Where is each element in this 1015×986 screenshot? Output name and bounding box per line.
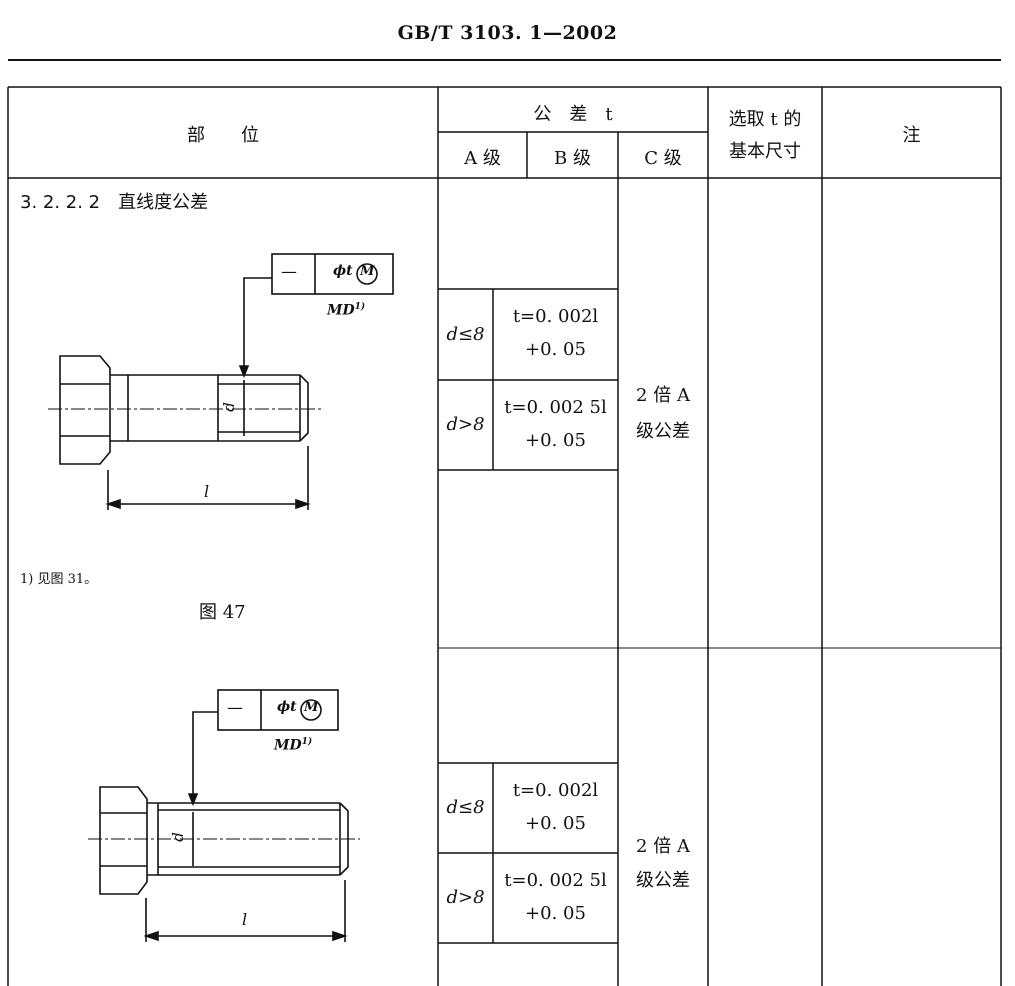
row1-formula-small-2: +0. 05 xyxy=(525,339,586,360)
row2-cond-small: d≤8 xyxy=(446,797,485,818)
frame1-modifier: M xyxy=(360,264,375,279)
header-size-line2: 基本尺寸 xyxy=(729,141,801,162)
header-note: 注 xyxy=(902,125,921,146)
frame2-symbol: — xyxy=(227,698,243,717)
row2-formula-small-1: t=0. 002l xyxy=(512,780,599,801)
figure-caption: 图 47 xyxy=(199,602,246,623)
row1-grade-c-2: 级公差 xyxy=(636,421,690,442)
md-label-2: MD1) xyxy=(274,737,313,754)
md-label-1: MD1) xyxy=(327,302,366,319)
row2-formula-large-2: +0. 05 xyxy=(525,903,586,924)
header-grade-b: B 级 xyxy=(554,148,591,169)
dim-d-2: d xyxy=(168,832,187,842)
frame2-modifier: M xyxy=(304,700,319,715)
row2-grade-c-1: 2 倍 A xyxy=(636,836,690,857)
footnote: 1) 见图 31。 xyxy=(20,572,98,587)
header-size-line1: 选取 t 的 xyxy=(728,109,802,130)
row1-formula-large-1: t=0. 002 5l xyxy=(504,397,607,418)
row1-cond-small: d≤8 xyxy=(446,324,485,345)
row1-cond-large: d>8 xyxy=(446,414,485,435)
header-rule xyxy=(8,59,1001,61)
header-part: 部 位 xyxy=(187,125,259,146)
row1-formula-small-1: t=0. 002l xyxy=(512,306,599,327)
row1-formula-large-2: +0. 05 xyxy=(525,430,586,451)
header-grade-c: C 级 xyxy=(644,148,682,169)
row2-grade-c-2: 级公差 xyxy=(636,870,690,891)
dim-l-2: l xyxy=(242,910,248,929)
section-title: 3. 2. 2. 2 直线度公差 xyxy=(20,192,209,213)
standard-number: GB/T 3103. 1—2002 xyxy=(397,22,618,44)
frame1-value: ϕt xyxy=(333,263,353,279)
header-tolerance: 公 差 t xyxy=(533,104,613,125)
row1-grade-c-1: 2 倍 A xyxy=(636,385,690,406)
dim-l-1: l xyxy=(204,482,210,501)
frame2-value: ϕt xyxy=(277,699,297,715)
row2-formula-large-1: t=0. 002 5l xyxy=(504,870,607,891)
header-grade-a: A 级 xyxy=(464,148,501,169)
frame1-symbol: — xyxy=(281,262,297,281)
row2-formula-small-2: +0. 05 xyxy=(525,813,586,834)
row2-cond-large: d>8 xyxy=(446,887,485,908)
